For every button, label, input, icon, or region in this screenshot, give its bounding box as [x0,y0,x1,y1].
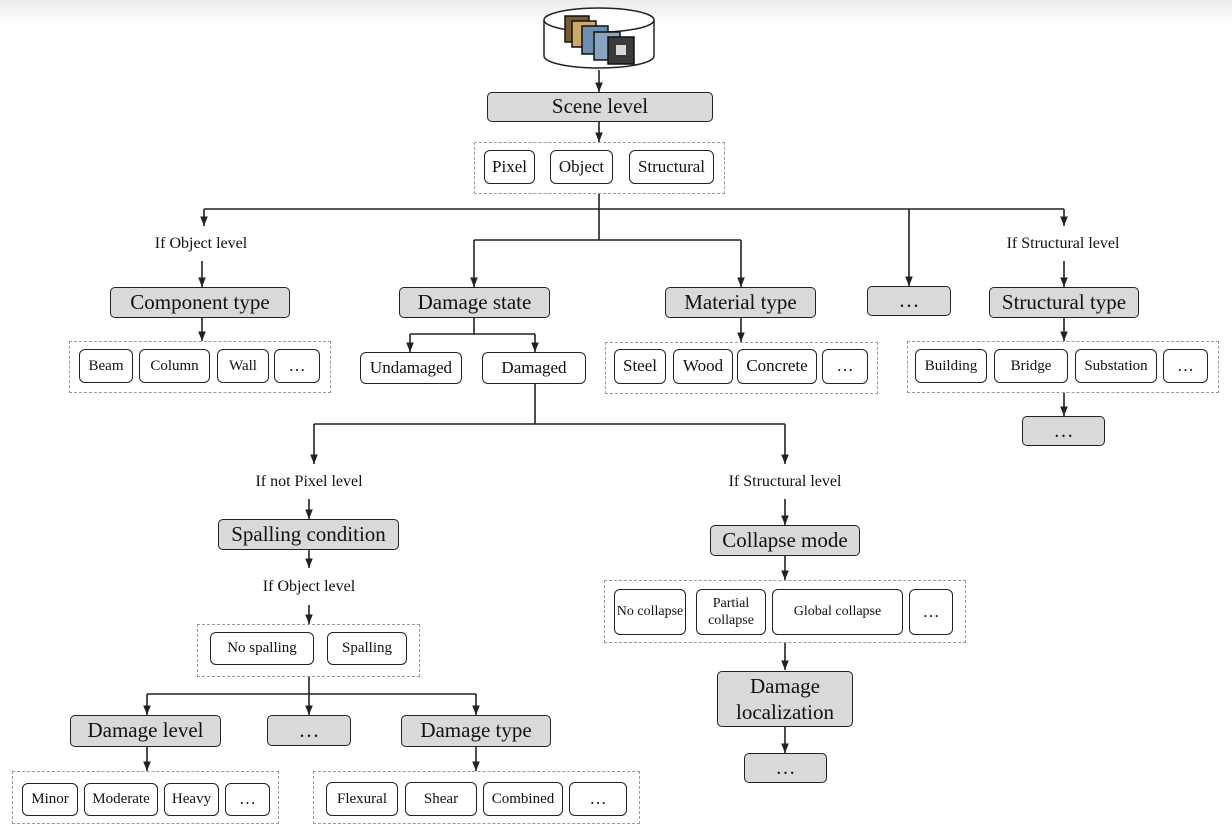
option-global-collapse: Global collapse [772,589,903,635]
option-more: … [1163,349,1208,383]
option-more: … [822,349,868,384]
scene-options-group [474,142,725,194]
collapse-mode-node: Collapse mode [710,525,860,556]
localization-next-node: … [744,753,827,783]
option-heavy: Heavy [164,783,219,816]
other-branch-node: … [867,286,951,316]
condition-structural-level: If Structural level [978,226,1148,261]
option-undamaged: Undamaged [360,352,462,384]
damage-type-node: Damage type [401,715,551,747]
option-more: … [909,589,953,635]
spalling-condition-node: Spalling condition [218,519,399,550]
image-database-icon [543,7,655,69]
damage-localization-node: Damage localization [717,671,853,727]
option-partial-collapse: Partial collapse [696,589,766,635]
condition-not-pixel-level: If not Pixel level [224,464,394,499]
condition-structural-level-2: If Structural level [700,464,870,499]
option-steel: Steel [614,349,666,384]
damage-type-options-group [313,771,640,824]
option-damaged: Damaged [482,352,586,384]
option-minor: Minor [22,783,78,816]
option-pixel: Pixel [484,150,535,184]
option-wall: Wall [217,349,269,383]
option-structural: Structural [629,150,714,184]
option-moderate: Moderate [84,783,158,816]
option-flexural: Flexural [326,782,398,816]
option-more: … [569,782,627,816]
middle-branch-node: … [267,715,351,746]
collapse-options-group [604,580,966,643]
option-no-collapse: No collapse [614,589,686,635]
condition-object-level: If Object level [131,226,271,261]
damage-level-options-group [12,771,279,824]
component-type-node: Component type [110,287,290,318]
option-wood: Wood [673,349,733,384]
structural-next-node: … [1022,416,1105,446]
option-column: Column [139,349,210,383]
spalling-options-group [197,624,420,677]
scene-level-node: Scene level [487,92,713,122]
option-object: Object [550,150,613,184]
damage-state-node: Damage state [399,287,550,318]
damage-level-node: Damage level [70,715,221,747]
option-building: Building [915,349,987,383]
option-spalling: Spalling [327,632,407,665]
option-more: … [274,349,320,383]
option-more: … [225,783,270,816]
option-substation: Substation [1075,349,1157,383]
material-type-node: Material type [665,287,816,318]
option-concrete: Concrete [737,349,817,384]
option-no-spalling: No spalling [210,632,314,665]
option-bridge: Bridge [994,349,1068,383]
condition-object-level-2: If Object level [239,568,379,605]
option-combined: Combined [483,782,563,816]
material-options-group [605,342,878,394]
structural-options-group [907,341,1219,393]
component-options-group [69,341,331,393]
option-beam: Beam [79,349,133,383]
option-shear: Shear [405,782,477,816]
structural-type-node: Structural type [989,287,1139,318]
